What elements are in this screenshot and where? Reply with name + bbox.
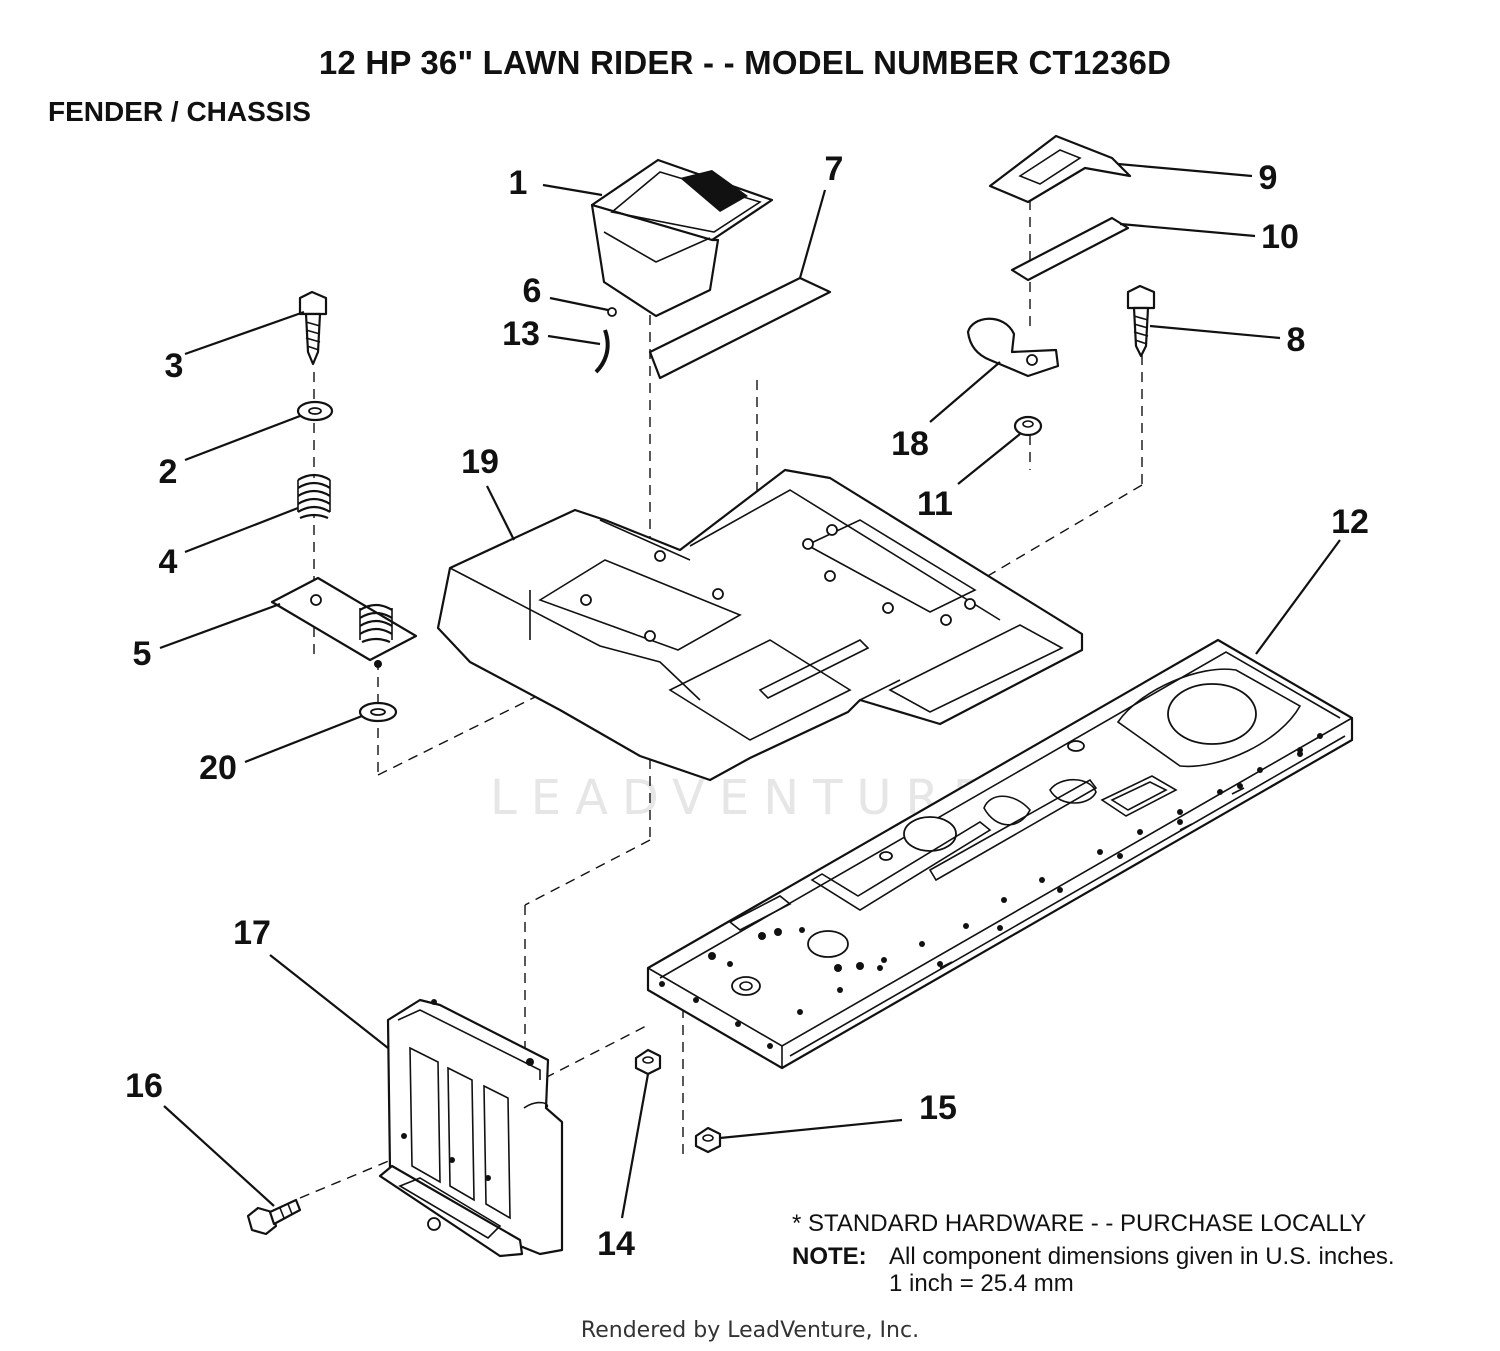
part-15-nut [694, 1126, 722, 1154]
part-19-fender [436, 468, 1084, 782]
callout-14[interactable]: 14 [597, 1225, 635, 1263]
part-10-plate [1010, 216, 1130, 282]
callout-4[interactable]: 4 [158, 543, 178, 581]
part-18-strap [966, 317, 1060, 378]
callout-1[interactable]: 1 [508, 164, 528, 202]
conversion-note: 1 inch = 25.4 mm [889, 1270, 1074, 1297]
part-11-nut [1013, 415, 1043, 437]
callout-8[interactable]: 8 [1286, 321, 1306, 359]
callout-17[interactable]: 17 [233, 914, 271, 952]
part-1-tray [590, 158, 774, 318]
part-16-bolt [246, 1198, 302, 1236]
callout-9[interactable]: 9 [1258, 159, 1278, 197]
leader-lines [159, 162, 1341, 1219]
part-6-13-clip-cable [594, 307, 617, 374]
callout-19[interactable]: 19 [461, 443, 499, 481]
note-text: All component dimensions given in U.S. i… [889, 1243, 1395, 1270]
part-2-washer [296, 400, 334, 422]
diagram-title: 12 HP 36" LAWN RIDER - - MODEL NUMBER CT… [318, 44, 1172, 81]
part-20-washer [358, 701, 398, 723]
part-12-chassis [646, 638, 1354, 1070]
part-5-bracket [270, 576, 418, 668]
part-4-spring [297, 473, 331, 520]
part-8-bolt [1126, 284, 1156, 358]
part-17-guard [378, 998, 564, 1258]
section-title: FENDER / CHASSIS [48, 96, 311, 127]
standard-hardware-note: * STANDARD HARDWARE - - PURCHASE LOCALLY [792, 1210, 1367, 1237]
callout-11[interactable]: 11 [917, 485, 953, 523]
callout-18[interactable]: 18 [891, 425, 929, 463]
callout-7[interactable]: 7 [824, 150, 844, 188]
footer-credit: Rendered by LeadVenture, Inc. [580, 1318, 920, 1343]
callout-15[interactable]: 15 [919, 1089, 957, 1127]
watermark: LEADVENTURE [490, 770, 998, 826]
callout-6[interactable]: 6 [522, 272, 542, 310]
callout-20[interactable]: 20 [199, 749, 237, 787]
part-14-nut [634, 1048, 662, 1076]
callout-16[interactable]: 16 [125, 1067, 163, 1105]
part-7-decal [648, 276, 832, 380]
callout-12[interactable]: 12 [1331, 503, 1369, 541]
note-label: NOTE: [792, 1243, 867, 1270]
callout-3[interactable]: 3 [164, 347, 184, 385]
part-9-cover [988, 134, 1132, 204]
callout-2[interactable]: 2 [158, 453, 178, 491]
callout-5[interactable]: 5 [132, 635, 152, 673]
callout-10[interactable]: 10 [1261, 218, 1299, 256]
part-3-bolt [298, 290, 328, 366]
callout-13[interactable]: 13 [502, 315, 540, 353]
